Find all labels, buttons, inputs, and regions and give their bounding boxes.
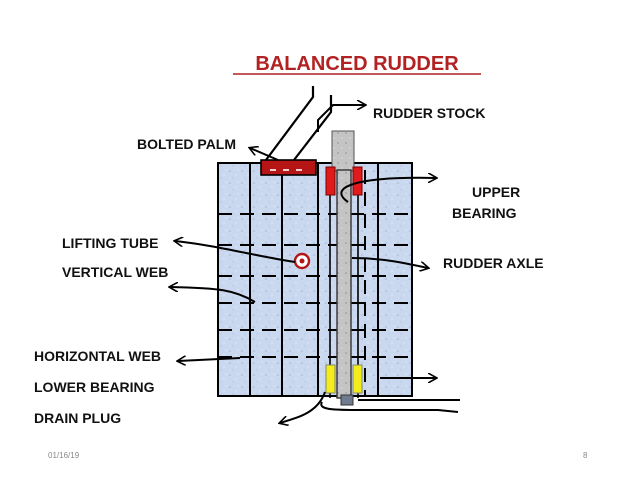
- label-rudder-axle: RUDDER AXLE: [443, 255, 544, 271]
- lower-bearing-right: [352, 364, 363, 394]
- rudder-axle: [336, 169, 352, 399]
- lower-bearing-left: [325, 364, 336, 394]
- rudder-stock: [331, 130, 355, 172]
- rudder-stock-arrow: [317, 105, 365, 132]
- upper-bearing-left: [325, 166, 336, 196]
- leader-arrows: [170, 148, 460, 423]
- label-horizontal-web: HORIZONTAL WEB: [34, 348, 161, 364]
- rudder-stock-line: [293, 95, 333, 161]
- label-lifting-tube: LIFTING TUBE: [62, 235, 158, 251]
- rudder-blade: [217, 162, 413, 397]
- upper-bearing-right: [352, 166, 363, 196]
- horizontal-webs: [218, 213, 412, 358]
- label-rudder-stock: RUDDER STOCK: [373, 105, 486, 121]
- label-lower-bearing: LOWER BEARING: [34, 379, 155, 395]
- lifting-tube-center: [299, 258, 305, 264]
- bolted-palm: [260, 159, 317, 176]
- label-drain-plug: DRAIN PLUG: [34, 410, 121, 426]
- diagram-title: BALANCED RUDDER: [255, 53, 459, 75]
- footer-date: 01/16/19: [48, 451, 80, 460]
- rudder-stock-line: [265, 86, 315, 161]
- drain-plug: [340, 394, 354, 406]
- label-bolted-palm: BOLTED PALM: [137, 136, 236, 152]
- label-upper-bearing: UPPER: [472, 184, 520, 200]
- footer-page-number: 8: [583, 451, 588, 460]
- label-vertical-web: VERTICAL WEB: [62, 264, 168, 280]
- label-upper-bearing-2: BEARING: [452, 205, 517, 221]
